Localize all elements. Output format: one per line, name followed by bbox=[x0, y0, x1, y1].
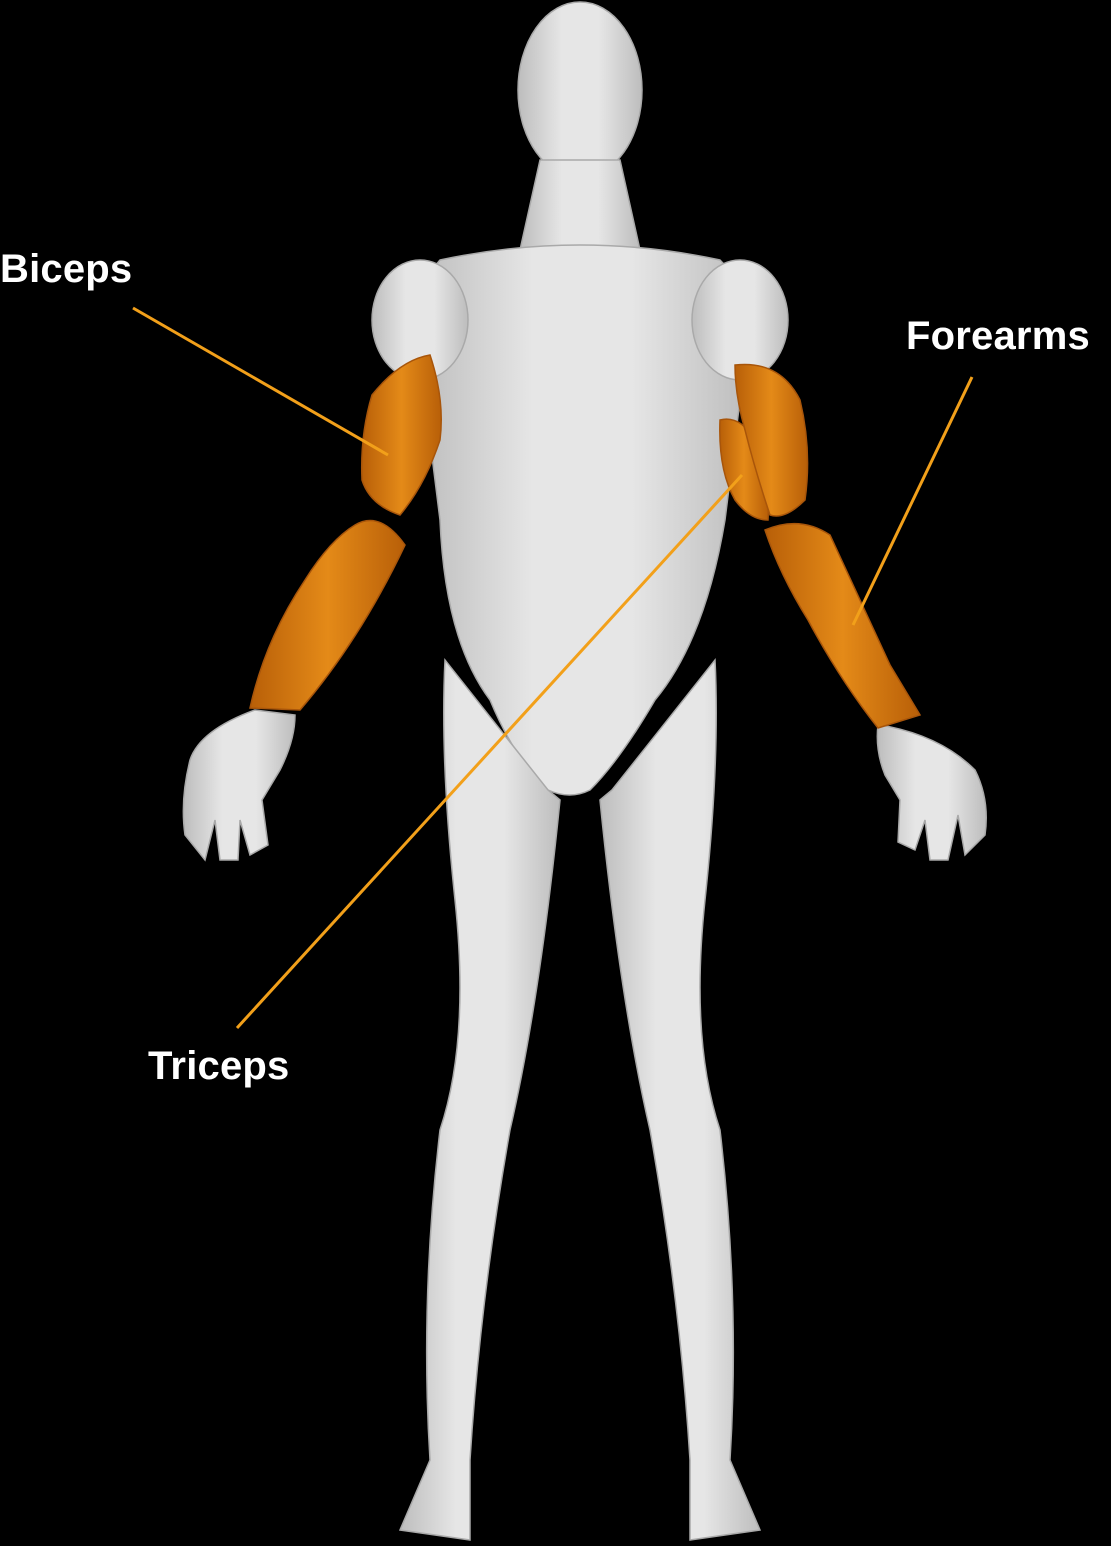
leader-line-forearms bbox=[851, 376, 974, 626]
label-biceps: Biceps bbox=[0, 247, 133, 291]
label-forearms: Forearms bbox=[906, 314, 1090, 358]
muscle-forearm-right-upper bbox=[734, 363, 809, 517]
neck bbox=[519, 159, 641, 251]
leader-line-triceps bbox=[235, 473, 744, 1030]
muscle-biceps bbox=[360, 354, 442, 516]
leader-line-biceps bbox=[132, 306, 389, 457]
right-leg bbox=[599, 657, 762, 1541]
right-shoulder bbox=[691, 259, 789, 381]
muscle-forearm-left bbox=[249, 519, 406, 711]
left-hand bbox=[182, 709, 296, 862]
torso bbox=[417, 244, 748, 796]
body-silhouette bbox=[182, 1, 987, 1541]
highlighted-muscles bbox=[249, 354, 922, 729]
label-triceps: Triceps bbox=[148, 1044, 290, 1088]
muscle-forearm-right bbox=[764, 522, 922, 729]
head bbox=[517, 1, 643, 179]
left-leg bbox=[398, 657, 561, 1541]
right-hand bbox=[876, 724, 987, 861]
leader-lines bbox=[132, 306, 974, 1030]
